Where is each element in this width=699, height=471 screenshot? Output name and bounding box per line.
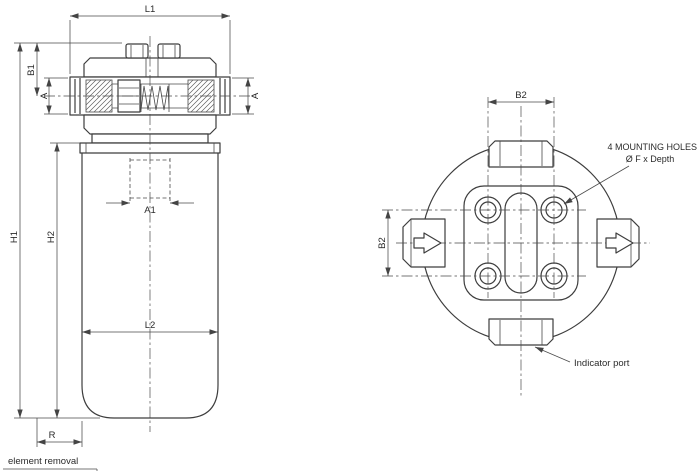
dim-label-r: R [49,430,56,441]
leader-arrow [564,197,573,204]
dim-arrow [37,439,46,445]
dim-arrow [170,200,179,206]
dim-label-a-left: A [39,92,50,99]
dim-arrow [46,78,52,87]
section-hatch-right [187,79,215,113]
dim-arrow [245,78,251,87]
dim-label-l1: L1 [145,4,156,15]
bypass-spring [140,84,170,112]
dimension-l1: L1 [69,4,231,74]
dimension-a1: A1 [106,200,194,216]
bottom-clamp-tab [488,318,554,346]
dimension-h2: H2 [46,142,80,418]
dimension-r: R [36,418,83,447]
dim-arrow [221,13,230,19]
indicator-port-label: Indicator port [574,358,630,369]
dim-arrow [34,43,40,52]
flow-arrow-inlet [413,232,442,254]
dim-arrow [17,409,23,418]
dim-arrow [82,329,91,335]
dim-arrow [73,439,82,445]
dimension-a-right: A [232,77,261,115]
element-removal-note: element removal [3,456,98,471]
dimension-l2: L2 [82,320,218,335]
dimension-a-left: A [39,77,68,115]
dim-label-b2-top: B2 [515,90,527,101]
dim-arrow [54,143,60,152]
dim-arrow [17,43,23,52]
dim-label-b1: B1 [26,64,37,76]
dim-arrow [70,13,79,19]
dim-arrow [545,99,554,105]
dim-arrow [34,87,40,96]
dim-arrow [385,267,391,276]
dimension-b2-side: B2 [377,210,391,276]
dimension-b2-top: B2 [488,90,554,105]
dim-label-h2: H2 [46,231,57,243]
filter-front-view: B2 B2 4 MOUNTING HOLES Ø F x Depth Indic… [377,90,697,398]
element-removal-label: element removal [8,456,78,467]
filter-side-view: L1 B1 A A [3,4,261,471]
flow-arrow-outlet [605,232,634,254]
mounting-holes-label-line1: 4 MOUNTING HOLES [607,142,697,152]
dim-arrow [54,409,60,418]
dimension-h1: H1 [9,42,122,419]
dimension-b1: B1 [26,43,40,96]
dim-arrow [488,99,497,105]
dim-label-b2-side: B2 [377,237,388,249]
dim-label-a1: A1 [144,205,156,216]
dim-arrow [46,105,52,114]
dim-arrow [385,210,391,219]
leader-arrow [535,347,544,353]
section-hatch-left [85,79,113,113]
mounting-holes-note: 4 MOUNTING HOLES Ø F x Depth [563,142,697,205]
dim-arrow [121,200,130,206]
dim-label-a-right: A [250,92,261,99]
dim-label-h1: H1 [9,231,20,243]
dim-arrow [209,329,218,335]
dim-label-l2: L2 [145,320,156,331]
mounting-holes-label-line2: Ø F x Depth [626,154,675,164]
dim-arrow [245,105,251,114]
indicator-port-note: Indicator port [534,346,630,369]
